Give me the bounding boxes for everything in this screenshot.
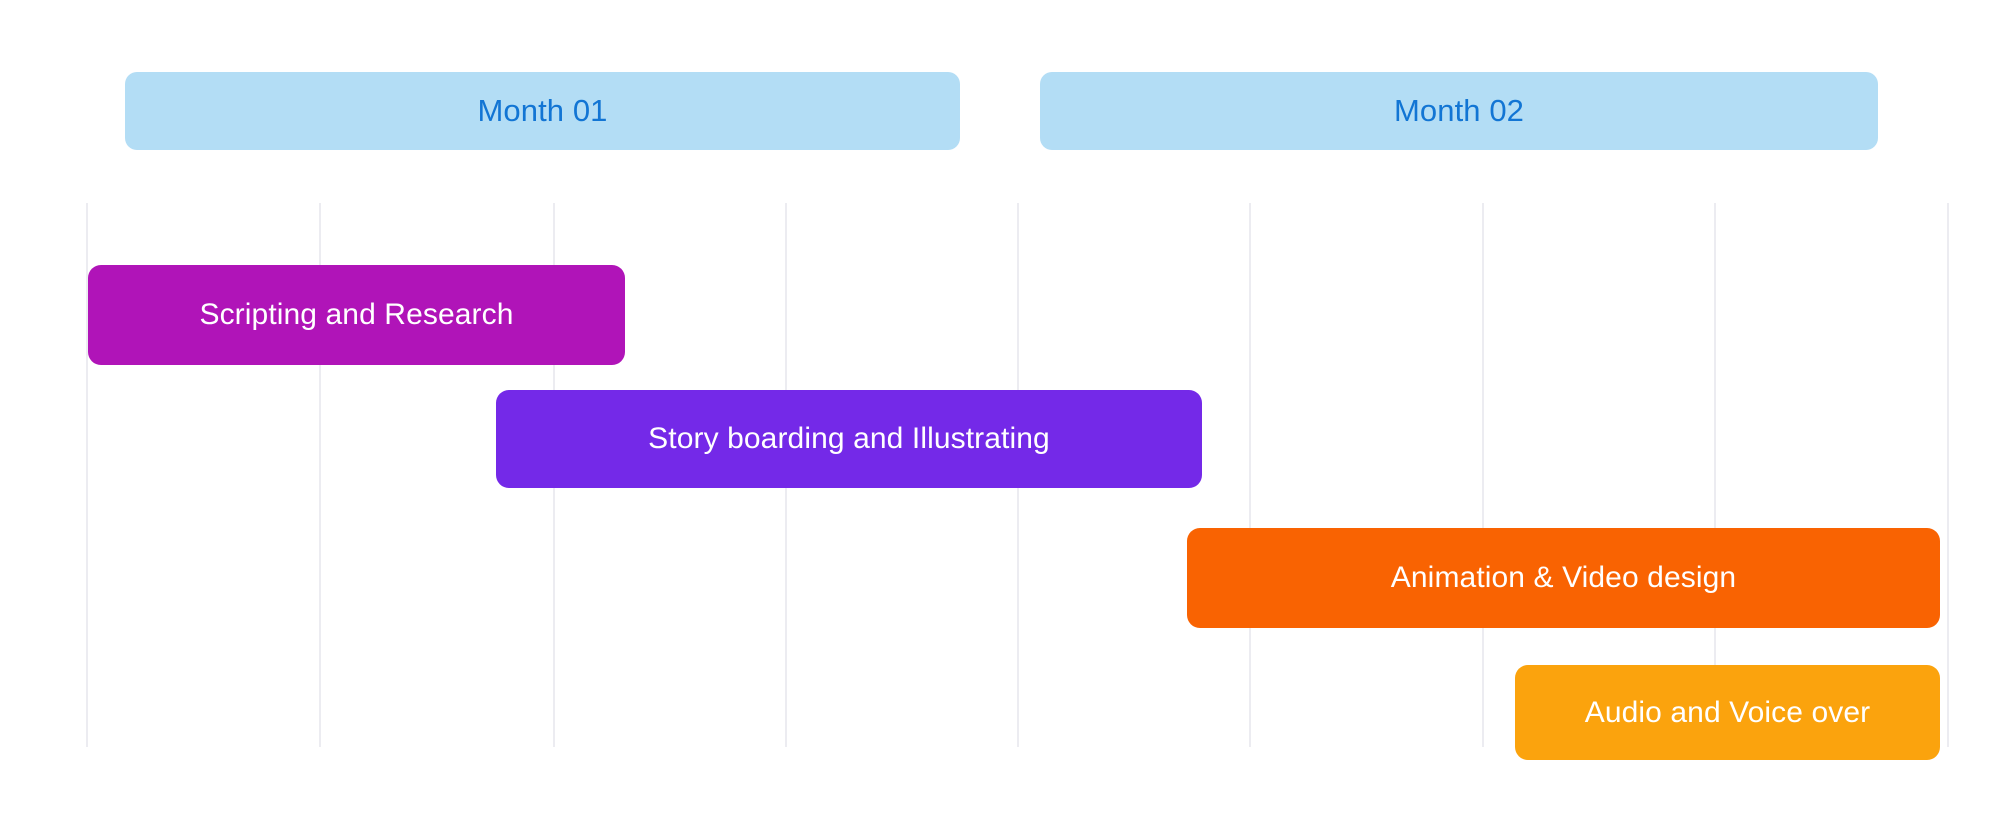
gridline [1947,203,1949,747]
month-header-label: Month 01 [477,93,608,128]
month-header-month-01[interactable]: Month 01 [125,72,960,150]
gridline [319,203,321,747]
task-bar[interactable]: Audio and Voice over [1515,665,1940,760]
month-header-label: Month 02 [1393,93,1525,128]
task-bar-label: Animation & Video design [1390,561,1737,594]
gridline [1714,203,1716,747]
task-bar[interactable]: Scripting and Research [88,265,625,365]
task-bar-label: Scripting and Research [199,298,514,331]
month-header-band: Month 01 Month 02 [0,0,2000,200]
task-bar-label: Audio and Voice over [1584,695,1871,729]
task-bar-label: Story boarding and Illustrating [648,422,1050,455]
gridline [86,203,88,747]
task-bar[interactable]: Animation & Video design [1187,528,1940,628]
month-header-month-02[interactable]: Month 02 [1040,72,1878,150]
gridline [1482,203,1484,747]
gridline [1249,203,1251,747]
task-bar[interactable]: Story boarding and Illustrating [496,390,1202,488]
